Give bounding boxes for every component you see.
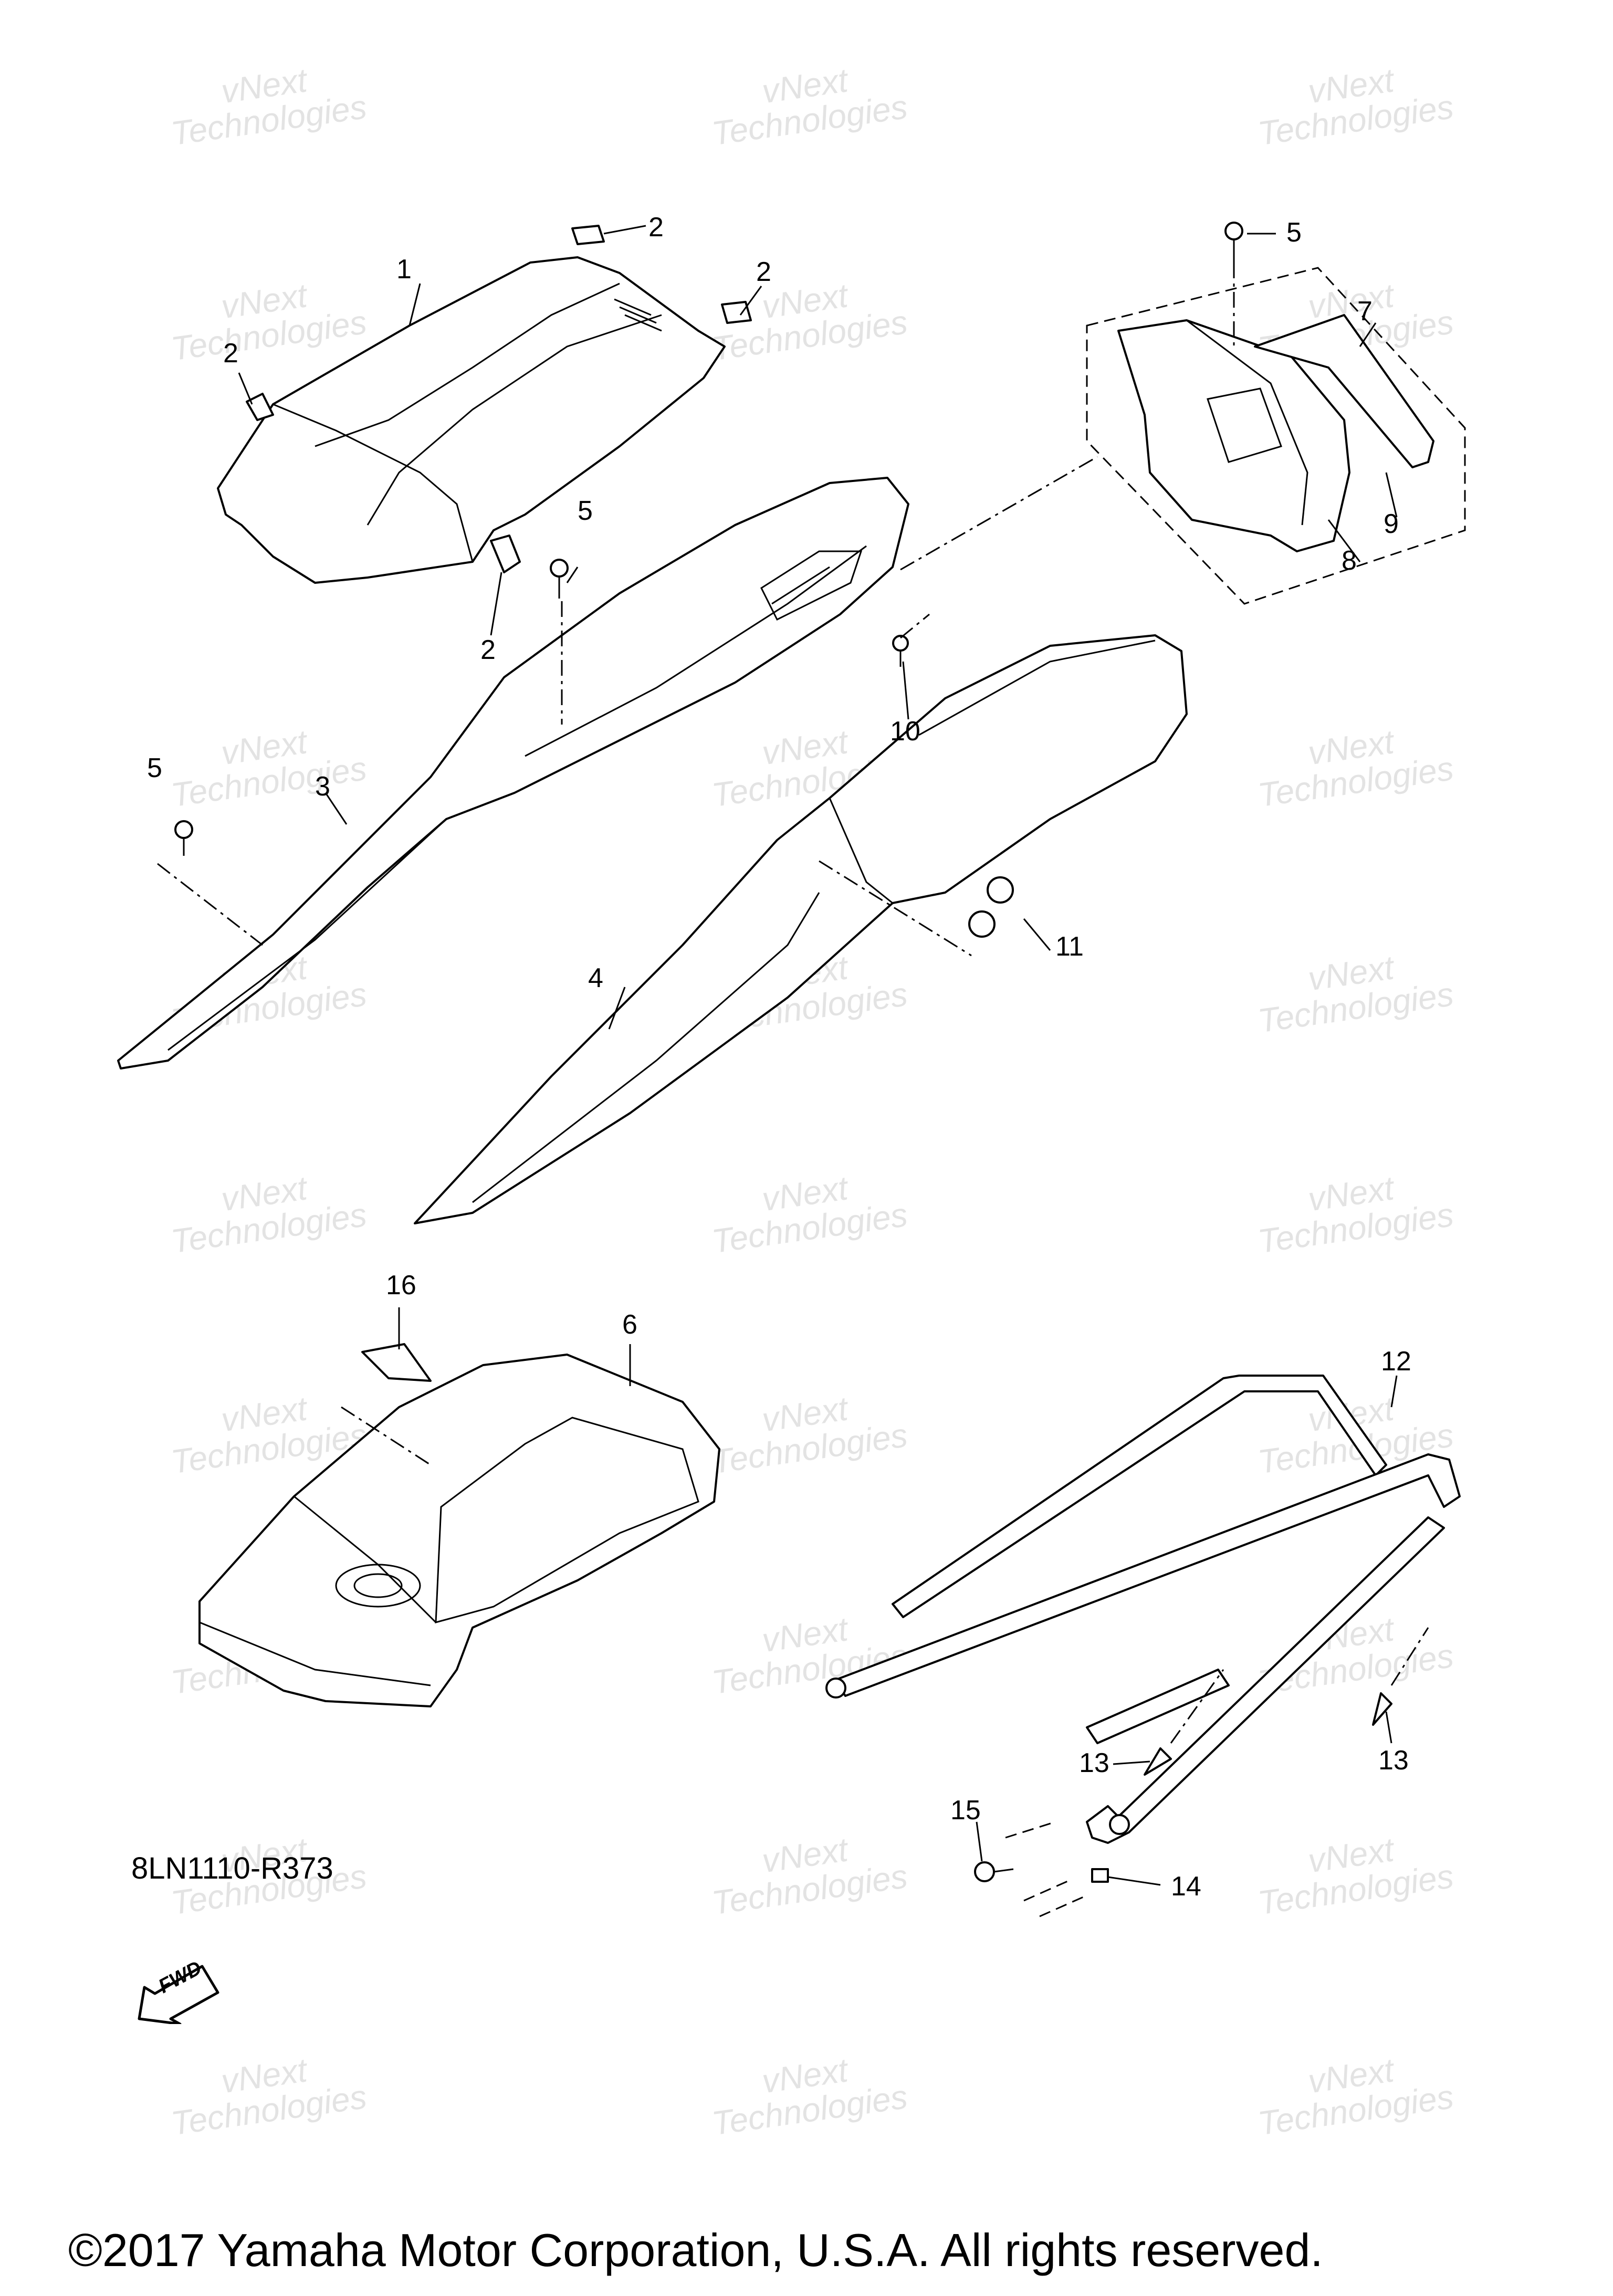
- part-1-cover: [217, 256, 726, 584]
- callout-2b: 2: [756, 257, 771, 287]
- callout-11: 11: [1055, 931, 1084, 962]
- callout-1: 1: [396, 254, 412, 285]
- callout-2d: 2: [480, 635, 496, 665]
- callout-6: 6: [622, 1309, 637, 1340]
- callout-13a: 13: [1079, 1748, 1109, 1778]
- part-11-grommets: [968, 876, 1014, 938]
- callout-8: 8: [1342, 546, 1357, 576]
- part-3-left-panel: [117, 477, 909, 1070]
- fwd-arrow-icon: [138, 1965, 219, 2024]
- callout-2a: 2: [648, 212, 664, 243]
- part-2-clips: [246, 225, 752, 573]
- part-4-right-panel: [414, 634, 1188, 1224]
- part-13-rivets: [1144, 1692, 1392, 1776]
- callout-7: 7: [1357, 296, 1373, 327]
- leader-lines: [157, 225, 1429, 1886]
- copyright-notice: ©2017 Yamaha Motor Corporation, U.S.A. A…: [68, 2224, 1323, 2276]
- callout-9: 9: [1384, 509, 1399, 539]
- callout-12: 12: [1381, 1346, 1411, 1377]
- callout-10: 10: [890, 716, 920, 747]
- part-7-8-9-assembly: [1086, 267, 1466, 605]
- part-16-label: [361, 1343, 432, 1382]
- callout-15: 15: [950, 1795, 981, 1826]
- callout-14: 14: [1171, 1871, 1201, 1902]
- callout-16: 16: [386, 1270, 416, 1301]
- callout-5a: 5: [1286, 217, 1302, 248]
- callout-4: 4: [588, 963, 603, 993]
- part-12-rail: [825, 1375, 1461, 1844]
- callout-5c: 5: [147, 753, 162, 783]
- diagram-code: 8LN1110-R373: [131, 1851, 333, 1885]
- part-14-15-fasteners: [974, 1821, 1109, 1917]
- callout-5b: 5: [578, 496, 593, 526]
- part-6-storage-tub: [198, 1354, 720, 1707]
- callout-3: 3: [315, 771, 330, 802]
- callout-13b: 13: [1378, 1745, 1409, 1776]
- callout-labels: 1 2 2 2 2 3 4 5 5 5 6 7 8 9 10 11 12 13 …: [147, 212, 1411, 1902]
- callout-2c: 2: [223, 338, 238, 369]
- part-5-screws: [174, 222, 1243, 856]
